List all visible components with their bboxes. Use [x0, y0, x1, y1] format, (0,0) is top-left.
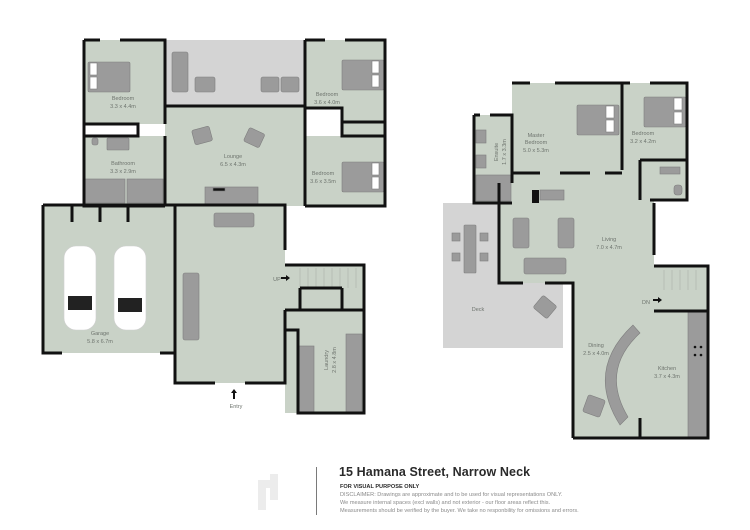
footer-divider — [316, 467, 317, 515]
disclaimer-line-1: DISCLAIMER: Drawings are approximate and… — [340, 492, 563, 498]
room-size-bedroom-upper: 3.2 x 4.2m — [630, 139, 656, 145]
up-marker: UP — [273, 277, 281, 283]
disclaimer-line-2: We measure internal spaces (excl walls) … — [340, 500, 551, 506]
room-size-lounge: 6.5 x 4.3m — [220, 162, 246, 168]
down-arrow-icon — [653, 297, 662, 303]
room-label-ensuite: Ensuite — [494, 143, 500, 161]
stairs-upper — [654, 266, 708, 311]
up-arrow-icon — [281, 275, 290, 281]
room-size-kitchen: 3.7 x 4.3m — [654, 374, 680, 380]
disclaimer-line-3: Measurements should be verified by the b… — [340, 508, 579, 514]
room-label-laundry: Laundry — [324, 350, 330, 370]
ground-floor: Bedroom 3.3 x 4.4m Bathroom 3.3 x 2.9m L… — [41, 38, 387, 415]
visual-purpose-note: FOR VISUAL PURPOSE ONLY — [340, 484, 420, 490]
car-icons — [63, 245, 147, 331]
down-marker: DN — [642, 300, 650, 306]
upper-floor: Master Bedroom 5.0 x 5.3m Bedroom 3.2 x … — [443, 81, 710, 440]
room-size-laundry: 2.8 x 4.8m — [332, 347, 338, 373]
room-label-master-bedroom-2: Bedroom — [525, 140, 548, 146]
patio-area — [165, 40, 305, 106]
room-label-dining: Dining — [588, 343, 604, 349]
room-size-dining: 2.5 x 4.0m — [583, 351, 609, 357]
room-size-living: 7.0 x 4.7m — [596, 245, 622, 251]
room-size-bathroom: 3.3 x 2.9m — [110, 169, 136, 175]
room-label-bedroom-2: Bedroom — [316, 92, 339, 98]
room-label-living: Living — [602, 237, 616, 243]
room-label-lounge: Lounge — [224, 154, 242, 160]
entry-arrow-icon — [231, 389, 237, 399]
entry-label: Entry — [230, 404, 243, 410]
room-size-garage: 5.8 x 6.7m — [87, 339, 113, 345]
room-size-ensuite: 1.7 x 3.3m — [502, 139, 508, 165]
floor-plan: Bedroom 3.3 x 4.4m Bathroom 3.3 x 2.9m L… — [41, 38, 710, 440]
room-size-bedroom-2: 3.6 x 4.0m — [314, 100, 340, 106]
room-label-bedroom-1: Bedroom — [112, 96, 135, 102]
room-size-master-bedroom: 5.0 x 5.3m — [523, 148, 549, 154]
room-label-master-bedroom-1: Master — [528, 133, 545, 139]
room-label-garage: Garage — [91, 331, 109, 337]
brand-logo-icon — [258, 474, 278, 510]
room-label-deck: Deck — [472, 307, 485, 313]
room-label-kitchen: Kitchen — [658, 366, 676, 372]
room-size-bedroom-3: 3.6 x 3.5m — [310, 179, 336, 185]
property-address: 15 Hamana Street, Narrow Neck — [339, 465, 531, 479]
room-label-bedroom-upper: Bedroom — [632, 131, 655, 137]
room-label-bathroom: Bathroom — [111, 161, 135, 167]
room-size-bedroom-1: 3.3 x 4.4m — [110, 104, 136, 110]
room-label-bedroom-3: Bedroom — [312, 171, 335, 177]
